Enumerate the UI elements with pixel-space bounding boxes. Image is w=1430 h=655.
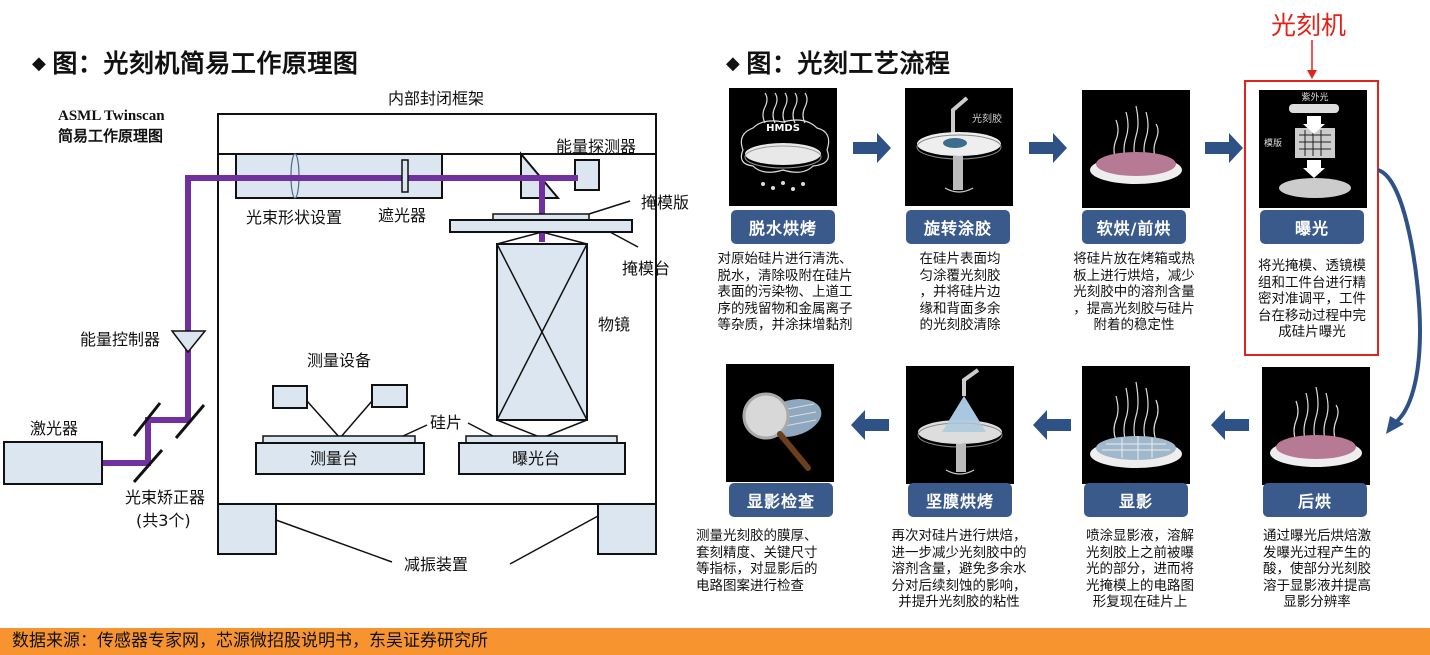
label-energy-controller: 能量控制器 [80, 330, 161, 349]
right-title-text: 图：光刻工艺流程 [746, 49, 951, 78]
label-energy-detector: 能量探测器 [556, 137, 637, 156]
flow-arrow-left-icon [1211, 410, 1249, 440]
step-desc-dehydration-bake: 对原始硅片进行清洗、 脱水，清除吸附在硅片 表面的污染物、上道工 序的残留物和金… [717, 251, 853, 333]
label-objective: 物镜 [598, 315, 631, 334]
diamond-bullet-icon: ◆ [726, 53, 741, 74]
label-beam-corrector: 光束矫正器 [125, 488, 206, 507]
label-beam-shaper: 光束形状设置 [246, 208, 343, 227]
flow-arrow-left-icon [851, 410, 889, 440]
step-image-soft-bake [1082, 90, 1190, 208]
beam-corrector-mirrors [132, 402, 206, 483]
label-exposure-stage: 曝光台 [512, 449, 561, 468]
step-desc-exposure: 将光掩模、透镜模 组和工件台进行精 密对准调平，工件 台在移动过程中完 成硅片曝… [1258, 258, 1366, 340]
isolator-leader-left [275, 519, 393, 563]
left-title-text: 图：光刻机简易工作原理图 [52, 49, 359, 78]
label-reticle: 掩模版 [641, 193, 690, 212]
label-wafer: 硅片 [430, 413, 463, 432]
uv-light-image-label: 紫外光 [1301, 91, 1328, 103]
step-desc-spin-coating: 在硅片表面均 匀涂覆光刻胶 ，并将硅片边 缘和背面多余 的光刻胶清除 [919, 251, 1001, 333]
wafer-on-measure-stage [262, 435, 416, 444]
step-label-soft-bake: 软烘/前烘 [1082, 210, 1186, 244]
flow-arrow-right-icon [1205, 133, 1243, 163]
step-image-dehydration-bake: HMDS [729, 88, 837, 206]
wafer-on-exposure-stage [465, 435, 618, 444]
label-reticle-stage: 掩模台 [622, 259, 671, 278]
step-image-inspection [726, 364, 834, 482]
step-image-hard-bake [906, 366, 1014, 484]
vibration-isolator-right [597, 503, 657, 555]
mask-image-label: 模版 [1264, 137, 1282, 149]
svg-text:HMDS: HMDS [766, 123, 800, 134]
flow-arrow-left-icon [1033, 410, 1071, 440]
step-image-spin-coating: 光刻胶 [905, 88, 1013, 206]
flow-arrow-right-icon [853, 133, 891, 163]
reticle-stage-leader [609, 231, 639, 248]
left-panel-title: ◆图：光刻机简易工作原理图 [32, 44, 358, 80]
subtitle-description: 简易工作原理图 [58, 127, 164, 145]
step-label-inspection: 显影检查 [729, 483, 833, 517]
subtitle-model: ASML Twinscan [58, 108, 165, 124]
diamond-bullet-icon: ◆ [32, 53, 47, 74]
shutter-element [401, 159, 409, 193]
lithography-machine-callout: 光刻机 [1271, 11, 1347, 40]
step-desc-soft-bake: 将硅片放在烤箱或热 板上进行烘焙，减少 光刻胶中的溶剂含量 ，提高光刻胶与硅片 … [1073, 251, 1195, 333]
label-measure-stage: 测量台 [310, 449, 359, 468]
energy-detector-box [574, 159, 600, 191]
step-desc-development: 喷涂显影液，溶解 光刻胶上之前被曝 光的部分，进而将 光掩模上的电路图 形复现在… [1086, 528, 1194, 610]
enclosed-frame [217, 113, 657, 505]
exposure-highlight-box [1244, 80, 1379, 356]
flow-arrow-right-icon [1029, 133, 1067, 163]
step-image-post-exposure-bake [1262, 367, 1370, 485]
step-label-post-exposure-bake: 后烘 [1263, 483, 1367, 517]
step-image-exposure: 紫外光 模版 [1259, 90, 1367, 208]
step-label-hard-bake: 坚膜烘烤 [908, 483, 1012, 517]
label-enclosed-frame: 内部封闭框架 [388, 89, 485, 108]
laser-box [3, 441, 103, 485]
step-label-spin-coating: 旋转涂胶 [906, 210, 1010, 244]
exposure-stage [458, 442, 626, 475]
objective-cross-b [496, 243, 588, 421]
label-beam-corrector-count: (共3个) [136, 511, 191, 530]
measure-stage [255, 442, 425, 475]
step-image-development [1082, 366, 1190, 484]
label-vibration-isolation: 减振装置 [404, 555, 469, 574]
lithography-machine-diagram [3, 113, 657, 565]
step-desc-post-exposure-bake: 通过曝光后烘焙激 发曝光过程产生的 酸，使部分光刻胶 溶于显影液并提高 显影分辨… [1263, 528, 1371, 610]
step-label-development: 显影 [1084, 483, 1188, 517]
step-label-dehydration-bake: 脱水烘烤 [731, 210, 835, 244]
reticle-stage [449, 219, 633, 233]
reticle-leader [588, 200, 631, 215]
metrology-sensor-right [371, 384, 408, 408]
right-panel-title: ◆图：光刻工艺流程 [726, 44, 950, 80]
wafer-leader-left [402, 424, 428, 437]
photoresist-image-label: 光刻胶 [972, 112, 1002, 125]
step-desc-hard-bake: 再次对硅片进行烘焙， 进一步减少光刻胶中的 溶剂含量，避免多余水 分对后续刻蚀的… [891, 528, 1027, 610]
diagram-subtitle: ASML Twinscan 简易工作原理图 [58, 106, 165, 146]
callout-down-arrow-icon [1307, 40, 1317, 79]
energy-controller-prism [170, 330, 207, 354]
step-label-exposure: 曝光 [1260, 210, 1364, 244]
curved-flow-arrow-icon [1377, 168, 1423, 434]
label-laser: 激光器 [30, 419, 79, 438]
metrology-beams [306, 400, 373, 440]
objective-top-cone [496, 231, 588, 245]
wafer-leader-right [467, 422, 494, 437]
isolator-leader-right [509, 515, 599, 565]
data-source-footer: 数据来源：传感器专家网，芯源微招股说明书，东吴证券研究所 [0, 628, 1430, 655]
vibration-isolator-left [217, 503, 277, 555]
step-desc-inspection: 测量光刻胶的膜厚、 套刻精度、关键尺寸 等指标，对显影后的 电路图案进行检查 [696, 528, 818, 594]
metrology-sensor-left [272, 385, 308, 409]
label-metrology: 测量设备 [307, 351, 372, 370]
label-shutter: 遮光器 [378, 206, 427, 225]
